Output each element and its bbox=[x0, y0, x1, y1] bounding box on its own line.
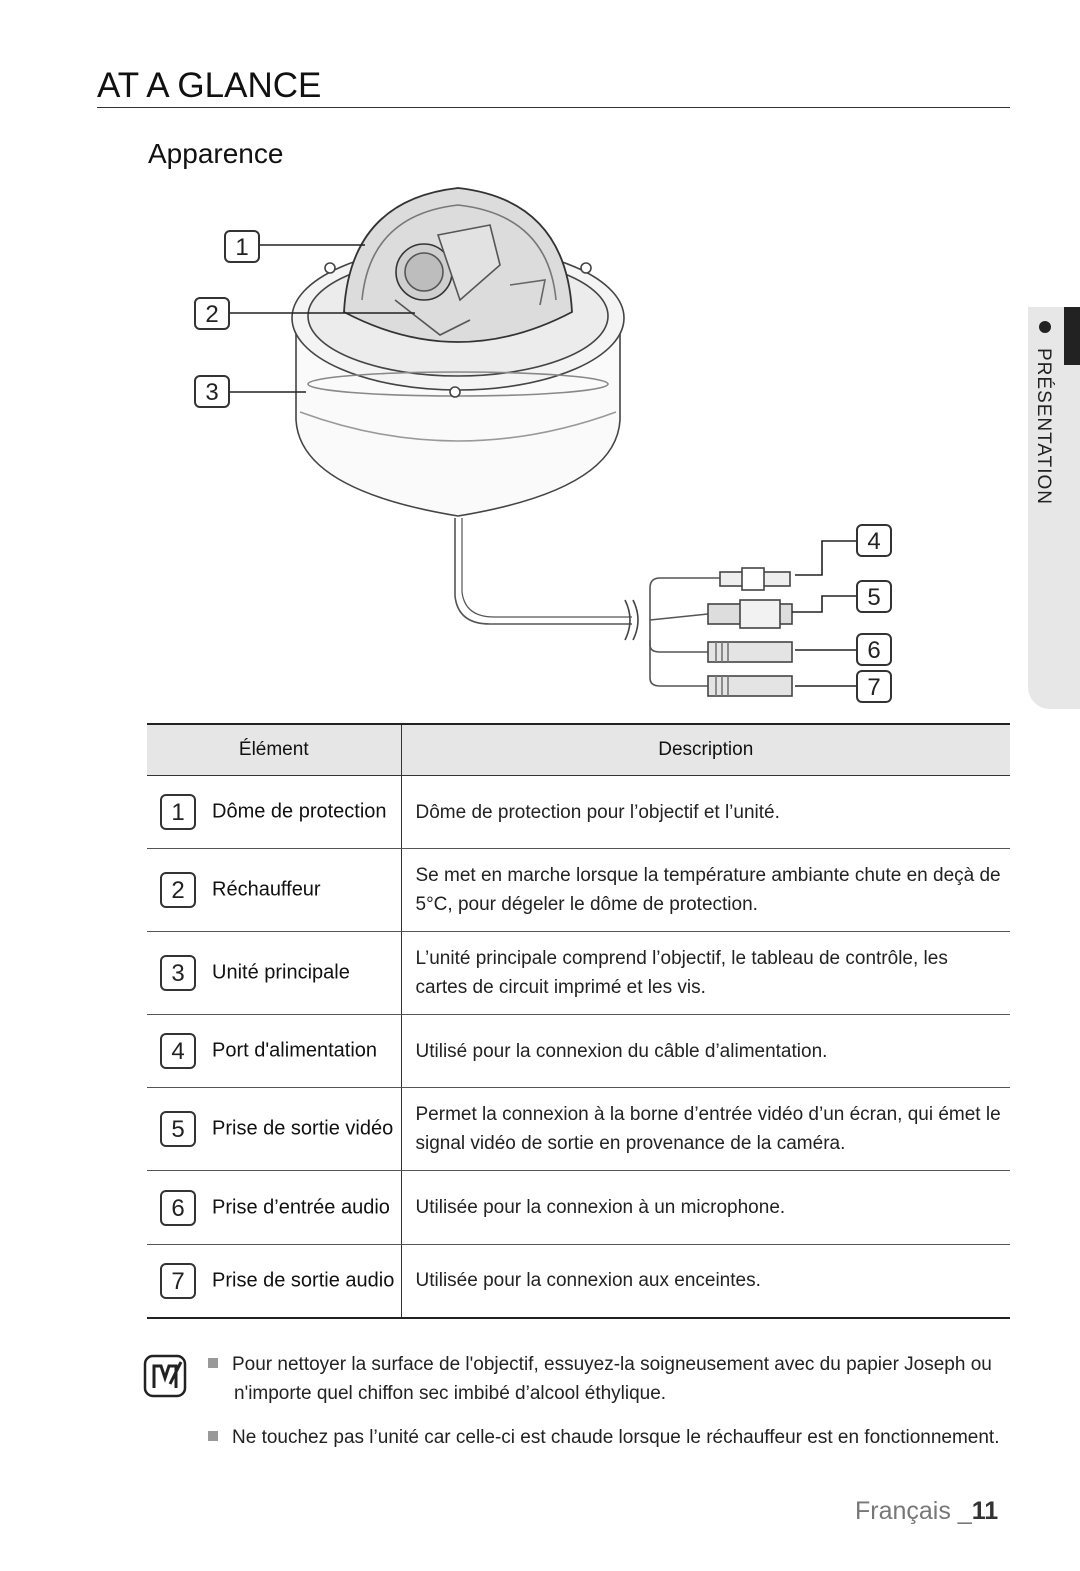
section-title: Apparence bbox=[148, 138, 284, 169]
callout-4-label: 4 bbox=[867, 528, 880, 555]
callout-3: 3 bbox=[194, 375, 230, 408]
element-label: Dôme de protection bbox=[212, 800, 387, 823]
callout-6: 6 bbox=[856, 633, 892, 666]
table-row: 3 Unité principale L’unité principale com… bbox=[147, 931, 1010, 1015]
header-description: Description bbox=[401, 723, 1010, 776]
element-cell: 5 Prise de sortie vidéo bbox=[147, 1087, 402, 1171]
table-row: 5 Prise de sortie vidéo Permet la connexi… bbox=[147, 1087, 1010, 1171]
table-header-row: Élément Description bbox=[147, 723, 1010, 776]
note-1-continued: n'importe quel chiffon sec imbibé d’alco… bbox=[234, 1379, 666, 1408]
callout-7-label: 7 bbox=[867, 674, 880, 701]
element-cell: 6 Prise d’entrée audio bbox=[147, 1170, 402, 1245]
square-bullet-icon bbox=[208, 1430, 218, 1441]
description-cell: Permet la connexion à la borne d’entrée … bbox=[401, 1087, 1010, 1171]
square-bullet-icon bbox=[208, 1357, 218, 1368]
side-tab bbox=[1028, 307, 1080, 709]
item-number-badge: 1 bbox=[160, 794, 196, 830]
footer-language: Français _ bbox=[855, 1497, 972, 1525]
page-title: AT A GLANCE bbox=[97, 66, 322, 105]
item-number-badge: 7 bbox=[160, 1262, 196, 1299]
audio-in-connector bbox=[707, 641, 793, 663]
audio-out-connector bbox=[707, 675, 793, 697]
description-cell: Utilisé pour la connexion du câble d’ali… bbox=[401, 1014, 1010, 1088]
description-cell: Utilisée pour la connexion à un micropho… bbox=[401, 1170, 1010, 1245]
table-row: 1 Dôme de protection Dôme de protection p… bbox=[147, 775, 1010, 849]
callout-5-label: 5 bbox=[867, 584, 880, 611]
item-number-badge: 4 bbox=[160, 1033, 196, 1069]
callout-7: 7 bbox=[856, 670, 892, 703]
callout-1: 1 bbox=[224, 230, 260, 263]
element-label: Prise de sortie vidéo bbox=[212, 1117, 394, 1140]
parts-table: Élément Description 1 Dôme de protection … bbox=[147, 723, 1010, 1319]
element-label: Prise d’entrée audio bbox=[212, 1196, 390, 1218]
callout-6-label: 6 bbox=[867, 637, 880, 664]
element-cell: 1 Dôme de protection bbox=[147, 775, 402, 849]
bullet-dot-icon bbox=[1039, 321, 1051, 333]
note-2: Ne touchez pas l’unité car celle-ci est … bbox=[208, 1423, 1000, 1452]
side-tab-label: PRÉSENTATION bbox=[1033, 348, 1054, 505]
element-cell: 3 Unité principale bbox=[147, 931, 402, 1015]
element-label: Unité principale bbox=[212, 961, 350, 984]
description-cell: Se met en marche lorsque la température … bbox=[401, 848, 1010, 932]
note-1: Pour nettoyer la surface de l'objectif, … bbox=[208, 1350, 992, 1379]
camera-diagram: 1 2 3 4 5 6 7 bbox=[194, 187, 892, 703]
callout-4: 4 bbox=[856, 524, 892, 557]
table-row: 4 Port d'alimentation Utilisé pour la con… bbox=[147, 1014, 1010, 1088]
element-cell: 7 Prise de sortie audio bbox=[147, 1244, 402, 1319]
element-label: Prise de sortie audio bbox=[212, 1269, 395, 1292]
callout-5: 5 bbox=[856, 580, 892, 613]
callout-2: 2 bbox=[194, 297, 230, 330]
table-row: 6 Prise d’entrée audio Utilisée pour la c… bbox=[147, 1170, 1010, 1245]
description-cell: Utilisée pour la connexion aux enceintes… bbox=[401, 1244, 1010, 1319]
item-number-badge: 2 bbox=[160, 872, 196, 908]
note-1-line-1: Pour nettoyer la surface de l'objectif, … bbox=[232, 1354, 992, 1375]
header-element: Élément bbox=[147, 723, 402, 776]
description-cell: L’unité principale comprend l’objectif, … bbox=[401, 931, 1010, 1015]
note-icon bbox=[143, 1354, 187, 1398]
cable bbox=[454, 518, 632, 625]
callout-3-label: 3 bbox=[205, 379, 218, 406]
element-cell: 2 Réchauffeur bbox=[147, 848, 402, 932]
item-number-badge: 3 bbox=[160, 955, 196, 991]
note-2-line-1: Ne touchez pas l’unité car celle-ci est … bbox=[232, 1427, 1000, 1448]
side-tab-marker bbox=[1064, 307, 1080, 365]
title-rule bbox=[97, 107, 1010, 108]
description-cell: Dôme de protection pour l’objectif et l’… bbox=[401, 775, 1010, 849]
page-number: 11 bbox=[971, 1497, 999, 1525]
page-footer: Français _11 bbox=[855, 1497, 998, 1526]
element-label: Port d'alimentation bbox=[212, 1039, 378, 1062]
element-label: Réchauffeur bbox=[212, 878, 321, 901]
note-1-line-2: n'importe quel chiffon sec imbibé d’alco… bbox=[234, 1383, 667, 1404]
element-cell: 4 Port d'alimentation bbox=[147, 1014, 402, 1088]
table-row: 7 Prise de sortie audio Utilisée pour la … bbox=[147, 1244, 1010, 1319]
callout-1-label: 1 bbox=[235, 234, 248, 261]
item-number-badge: 6 bbox=[160, 1189, 196, 1226]
callout-2-label: 2 bbox=[205, 301, 218, 328]
table-row: 2 Réchauffeur Se met en marche lorsque la… bbox=[147, 848, 1010, 932]
item-number-badge: 5 bbox=[160, 1111, 196, 1147]
